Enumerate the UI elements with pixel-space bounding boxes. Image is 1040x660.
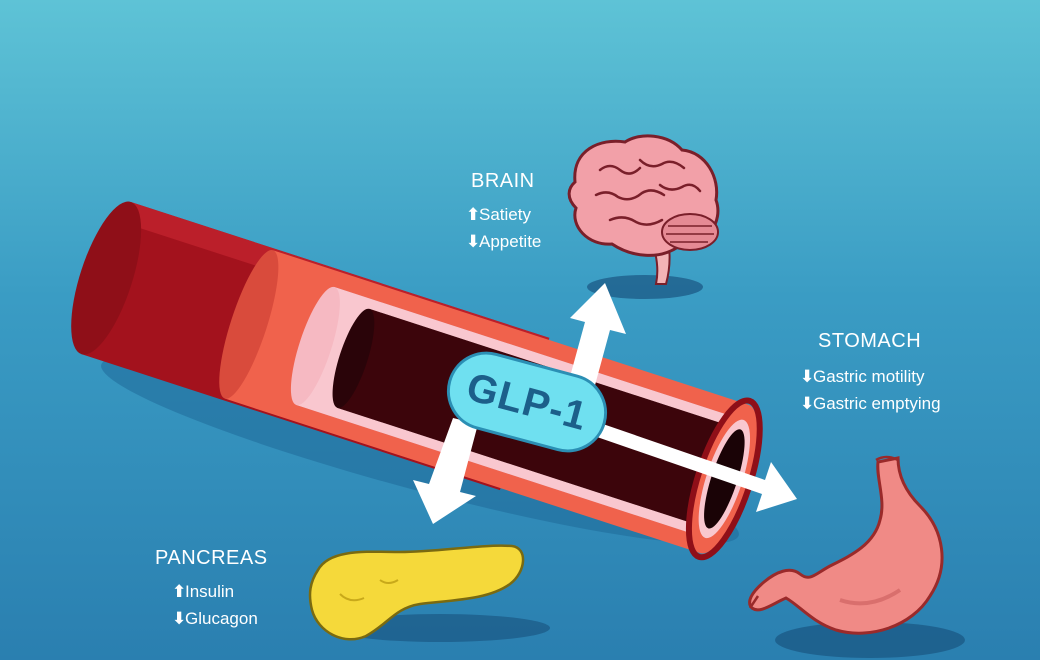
- stomach-effect-emptying: ⬇ Gastric emptying: [800, 394, 941, 414]
- brain-shadow: [587, 275, 703, 299]
- brain-effect-appetite: ⬇ Appetite: [466, 232, 541, 252]
- arrow-to-brain: [565, 283, 626, 400]
- pancreas-effect-glucagon: ⬇ Glucagon: [172, 609, 258, 629]
- pancreas-title: PANCREAS: [155, 547, 268, 569]
- stomach-effect-motility: ⬇ Gastric motility: [800, 367, 924, 387]
- arrow-to-pancreas: [413, 418, 478, 524]
- effect-label: Gastric emptying: [813, 394, 941, 413]
- effect-label: Satiety: [479, 205, 531, 224]
- down-arrow-icon: ⬇: [172, 609, 187, 629]
- pancreas: [308, 544, 525, 641]
- stomach: [748, 455, 944, 635]
- up-arrow-icon: ⬆: [466, 205, 481, 225]
- down-arrow-icon: ⬇: [800, 394, 815, 414]
- effect-label: Insulin: [185, 582, 235, 601]
- pancreas-effect-insulin: ⬆ Insulin: [172, 582, 234, 602]
- down-arrow-icon: ⬇: [800, 367, 815, 387]
- stomach-shadow: [775, 622, 965, 658]
- effect-label: Glucagon: [185, 609, 258, 628]
- effect-label: Gastric motility: [813, 367, 925, 386]
- down-arrow-icon: ⬇: [466, 232, 481, 252]
- arrow-to-stomach: [597, 423, 797, 512]
- stomach-title: STOMACH: [818, 330, 922, 352]
- brain-effect-satiety: ⬆ Satiety: [466, 205, 531, 225]
- brain: [567, 134, 720, 285]
- up-arrow-icon: ⬆: [172, 582, 187, 602]
- glp1-badge: [446, 351, 608, 453]
- effect-label: Appetite: [479, 232, 542, 251]
- brain-title: BRAIN: [471, 170, 535, 192]
